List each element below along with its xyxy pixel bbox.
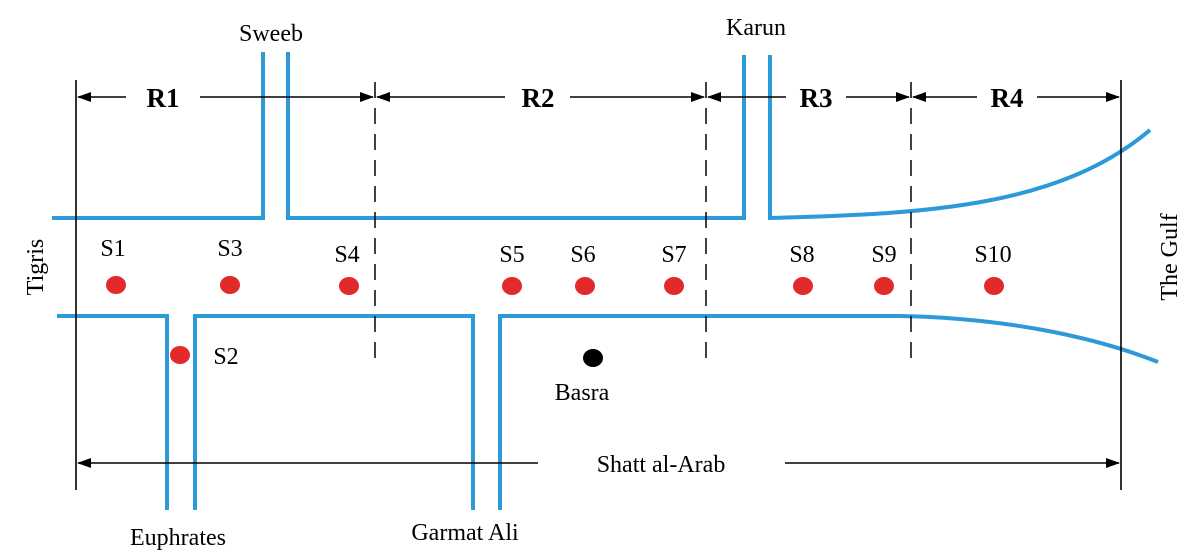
- south-bank-left: [57, 314, 169, 510]
- station-label: S1: [100, 236, 125, 262]
- station-label: S8: [789, 242, 814, 268]
- station-label: S4: [334, 242, 359, 268]
- station-marker: [339, 277, 359, 295]
- station-label: S7: [661, 242, 686, 268]
- reach-label-r2: R2: [522, 83, 555, 113]
- north-bank-right: [768, 55, 1152, 221]
- reach-label-r1: R1: [147, 83, 180, 113]
- station-s10: S10: [974, 242, 1012, 295]
- basra-marker: [583, 349, 603, 367]
- station-marker: [502, 277, 522, 295]
- basra-city: Basra: [555, 349, 610, 406]
- station-s3: S3: [217, 236, 243, 294]
- station-marker: [106, 276, 126, 294]
- north-bank-left: [52, 52, 265, 220]
- station-s2: S2: [170, 344, 239, 370]
- basra-label: Basra: [555, 380, 610, 406]
- station-label: S9: [871, 242, 896, 268]
- station-marker: [793, 277, 813, 295]
- station-marker: [170, 346, 190, 364]
- total-length-arrow: Shatt al-Arab: [77, 452, 1120, 478]
- garmat-ali-label: Garmat Ali: [411, 520, 519, 546]
- reach-label-r4: R4: [991, 83, 1024, 113]
- river-labels: Sweeb Karun Euphrates Garmat Ali Tigris …: [23, 15, 1183, 551]
- station-s6: S6: [570, 242, 596, 295]
- station-marker: [874, 277, 894, 295]
- sweeb-label: Sweeb: [239, 21, 303, 47]
- station-marker: [664, 277, 684, 295]
- tigris-label: Tigris: [23, 239, 49, 295]
- stations: S1 S2 S3 S4 S5 S6 S7 S8: [100, 236, 1011, 370]
- station-marker: [575, 277, 595, 295]
- station-s7: S7: [661, 242, 687, 295]
- river-channels: [52, 52, 1159, 510]
- reach-label-r3: R3: [800, 83, 833, 113]
- station-s1: S1: [100, 236, 126, 294]
- station-s8: S8: [789, 242, 815, 295]
- station-label: S3: [217, 236, 242, 262]
- reach-boundaries: [75, 80, 1122, 490]
- station-label: S10: [974, 242, 1011, 268]
- station-label: S5: [499, 242, 524, 268]
- karun-label: Karun: [726, 15, 786, 41]
- reach-labels: R1 R2 R3 R4: [147, 83, 1024, 113]
- station-s5: S5: [499, 242, 525, 295]
- station-s9: S9: [871, 242, 897, 295]
- station-label: S2: [213, 344, 238, 370]
- station-marker: [984, 277, 1004, 295]
- the-gulf-label: The Gulf: [1157, 213, 1183, 300]
- north-bank-middle: [286, 52, 746, 220]
- station-label: S6: [570, 242, 595, 268]
- station-s4: S4: [334, 242, 360, 295]
- station-marker: [220, 276, 240, 294]
- south-bank-middle: [193, 314, 475, 510]
- south-bank-right: [498, 314, 1159, 510]
- shatt-al-arab-label: Shatt al-Arab: [597, 452, 726, 478]
- euphrates-label: Euphrates: [130, 525, 226, 551]
